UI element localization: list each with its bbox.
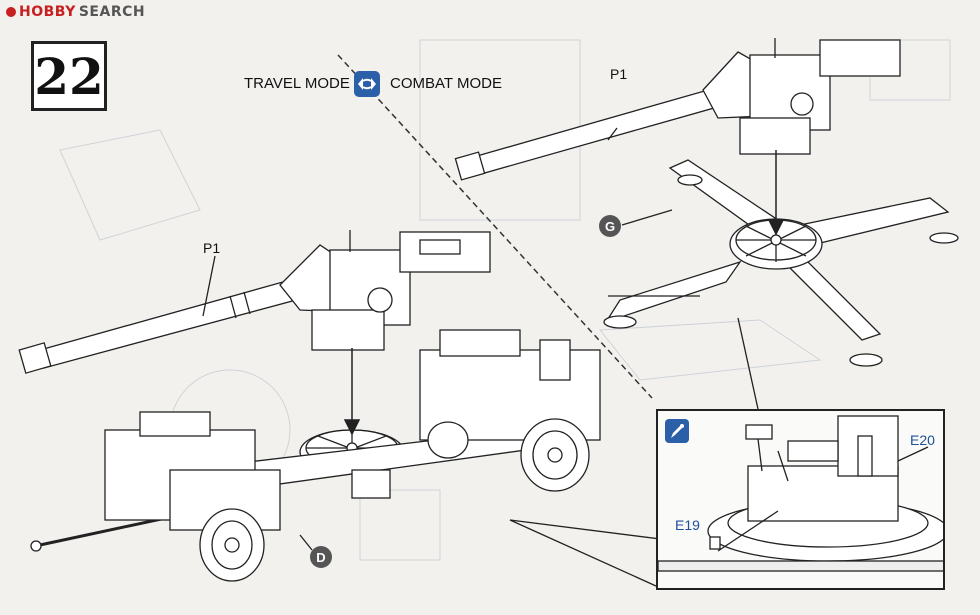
combat-mode-label: COMBAT MODE [390,75,502,92]
callout-p1-combat: P1 [610,66,628,82]
callout-part-e20: E20 [910,432,935,448]
rear-bogie [419,329,601,492]
turntable-right [729,218,823,270]
mode-divider-line [337,54,653,399]
brand-suffix: SEARCH [78,4,146,20]
callout-part-e19: E19 [675,517,700,533]
callout-part-d: D [310,546,332,568]
mount-arrow-right [767,150,785,236]
pencil-detail-icon [665,419,689,443]
callout-part-g: G [599,215,621,237]
step-number-box: 22 [31,41,107,111]
callout-p1-travel: P1 [203,240,221,256]
mount-arrow-left [343,348,361,436]
cradle-left [311,230,491,351]
cradle-right [739,38,901,155]
combat-mode-assembly [454,38,959,367]
watermark-logo: HOBBY SEARCH [6,4,145,20]
detail-inset [656,409,945,590]
inset-drawing [658,415,943,572]
step-number: 22 [34,46,104,106]
barrel-left [18,279,297,374]
swap-arrows-icon [354,71,380,97]
travel-mode-label: TRAVEL MODE [244,75,350,92]
travel-mode-assembly [18,230,601,582]
brand-dot-icon [6,7,16,17]
front-bogie [104,411,281,582]
brand-name: HOBBY [19,4,76,20]
